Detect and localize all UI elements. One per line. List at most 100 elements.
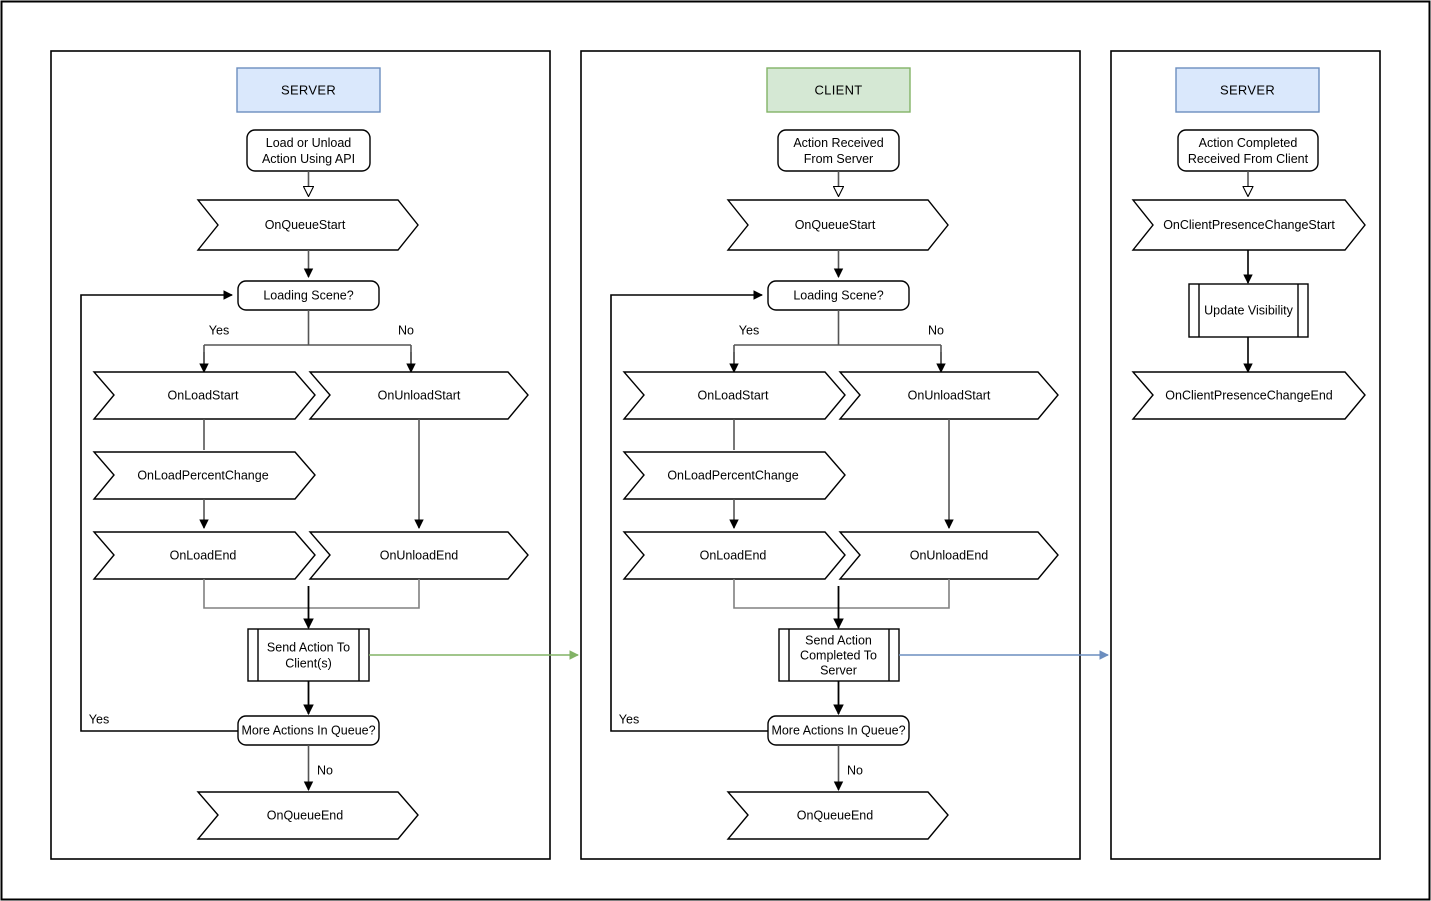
send-action-line-2: Completed To: [800, 648, 877, 662]
node-onloadstart: OnLoadStart: [622, 371, 846, 420]
edge-merge-bus: [203, 579, 420, 609]
chevron-shape: [1131, 371, 1366, 420]
node-start-action-received: Action Received From Server: [777, 129, 900, 172]
start-line-1: Action Received: [793, 136, 883, 150]
edge-loading-branch-spine: [733, 310, 942, 370]
node-send-action-completed-to-server: Send Action Completed To Server: [778, 628, 900, 682]
node-onunloadstart: OnUnloadStart: [308, 371, 529, 420]
header-label: SERVER: [281, 82, 336, 97]
node-onqueuestart: OnQueueStart: [726, 199, 949, 251]
node-label: Update Visibility: [1204, 303, 1293, 317]
panel-header-server-left: SERVER: [236, 67, 381, 113]
edge-label-no: No: [398, 323, 414, 337]
node-label: OnClientPresenceChangeEnd: [1165, 388, 1333, 402]
node-label: OnLoadStart: [698, 388, 769, 402]
node-label: OnLoadStart: [168, 388, 239, 402]
edge-label-loop-yes: Yes: [619, 712, 639, 726]
node-decision-more-actions: More Actions In Queue?: [767, 715, 910, 746]
node-label: OnClientPresenceChangeStart: [1163, 218, 1335, 232]
start-line-2: Received From Client: [1188, 152, 1309, 166]
predefined-process-box: [1188, 283, 1309, 338]
node-onloadstart: OnLoadStart: [92, 371, 316, 420]
header-label: CLIENT: [814, 82, 862, 97]
header-box: [1175, 67, 1320, 113]
node-onloadend: OnLoadEnd: [92, 531, 316, 580]
node-onunloadend: OnUnloadEnd: [308, 531, 529, 580]
node-label: OnQueueStart: [795, 218, 876, 232]
edge-label-exit-no: No: [317, 763, 333, 777]
edge-label-loop-yes: Yes: [89, 712, 109, 726]
node-onqueueend: OnQueueEnd: [726, 791, 949, 840]
chevron-shape: [838, 531, 1059, 580]
node-onunloadstart: OnUnloadStart: [838, 371, 1059, 420]
node-update-visibility: Update Visibility: [1188, 283, 1309, 338]
node-onclientpresencechangestart: OnClientPresenceChangeStart: [1131, 199, 1366, 251]
header-box: [236, 67, 381, 113]
node-onunloadend: OnUnloadEnd: [838, 531, 1059, 580]
chevron-shape: [622, 371, 846, 420]
panel-server-right: SERVER Action Completed Received From Cl…: [1110, 50, 1381, 860]
node-start-action-completed: Action Completed Received From Client: [1177, 129, 1319, 172]
panel-header-client: CLIENT: [766, 67, 911, 113]
node-label: OnUnloadEnd: [910, 548, 989, 562]
node-label: OnQueueEnd: [267, 808, 343, 822]
edge-loading-branch-spine: [203, 310, 412, 370]
chevron-shape: [92, 451, 316, 500]
send-action-line-1: Send Action To: [267, 640, 350, 654]
chevron-shape: [308, 371, 529, 420]
node-send-action-to-clients: Send Action To Client(s): [247, 628, 370, 682]
node-start-load-or-unload: Load or Unload Action Using API: [246, 129, 371, 172]
chevron-shape: [92, 371, 316, 420]
header-box: [766, 67, 911, 113]
panel-client: CLIENT Action Received From Server OnQue…: [580, 50, 1081, 860]
edge-merge-bus: [733, 579, 950, 609]
node-decision-loading-scene: Loading Scene?: [237, 280, 380, 311]
node-decision-loading-scene: Loading Scene?: [767, 280, 910, 311]
node-onqueueend: OnQueueEnd: [196, 791, 419, 840]
chevron-shape: [622, 451, 846, 500]
node-label: OnLoadPercentChange: [137, 468, 268, 482]
node-onqueuestart: OnQueueStart: [196, 199, 419, 251]
node-label: OnUnloadStart: [378, 388, 461, 402]
edge-loopback-yes: [610, 290, 768, 732]
predefined-process-box: [247, 628, 370, 682]
panel-header-server-right: SERVER: [1175, 67, 1320, 113]
send-action-line-3: Server: [820, 663, 857, 677]
edge-label-no: No: [928, 323, 944, 337]
chevron-shape: [726, 791, 949, 840]
start-line-2: From Server: [804, 152, 873, 166]
node-label: OnUnloadEnd: [380, 548, 459, 562]
chevron-shape: [196, 791, 419, 840]
start-line-1: Load or Unload: [266, 136, 352, 150]
node-onclientpresencechangeend: OnClientPresenceChangeEnd: [1131, 371, 1366, 420]
node-label: OnLoadEnd: [700, 548, 767, 562]
edge-label-yes: Yes: [739, 323, 759, 337]
send-action-line-2: Client(s): [285, 656, 332, 670]
start-line-2: Action Using API: [262, 152, 355, 166]
node-label: OnLoadEnd: [170, 548, 237, 562]
node-label: OnUnloadStart: [908, 388, 991, 402]
start-line-1: Action Completed: [1199, 136, 1298, 150]
node-label: OnQueueStart: [265, 218, 346, 232]
chevron-shape: [308, 531, 529, 580]
chevron-shape: [196, 199, 419, 251]
chevron-shape: [1131, 199, 1366, 251]
chevron-shape: [92, 531, 316, 580]
node-label: More Actions In Queue?: [241, 723, 375, 737]
node-onloadpercentchange: OnLoadPercentChange: [92, 451, 316, 500]
node-onloadpercentchange: OnLoadPercentChange: [622, 451, 846, 500]
node-label: Loading Scene?: [263, 288, 353, 302]
node-label: OnQueueEnd: [797, 808, 873, 822]
edge-loopback-yes: [80, 290, 238, 732]
panel-border: [1110, 50, 1381, 860]
chevron-shape: [622, 531, 846, 580]
edge-label-exit-no: No: [847, 763, 863, 777]
node-label: OnLoadPercentChange: [667, 468, 798, 482]
chevron-shape: [726, 199, 949, 251]
header-label: SERVER: [1220, 82, 1275, 97]
node-decision-more-actions: More Actions In Queue?: [237, 715, 380, 746]
send-action-line-1: Send Action: [805, 633, 872, 647]
chevron-shape: [838, 371, 1059, 420]
node-label: More Actions In Queue?: [771, 723, 905, 737]
